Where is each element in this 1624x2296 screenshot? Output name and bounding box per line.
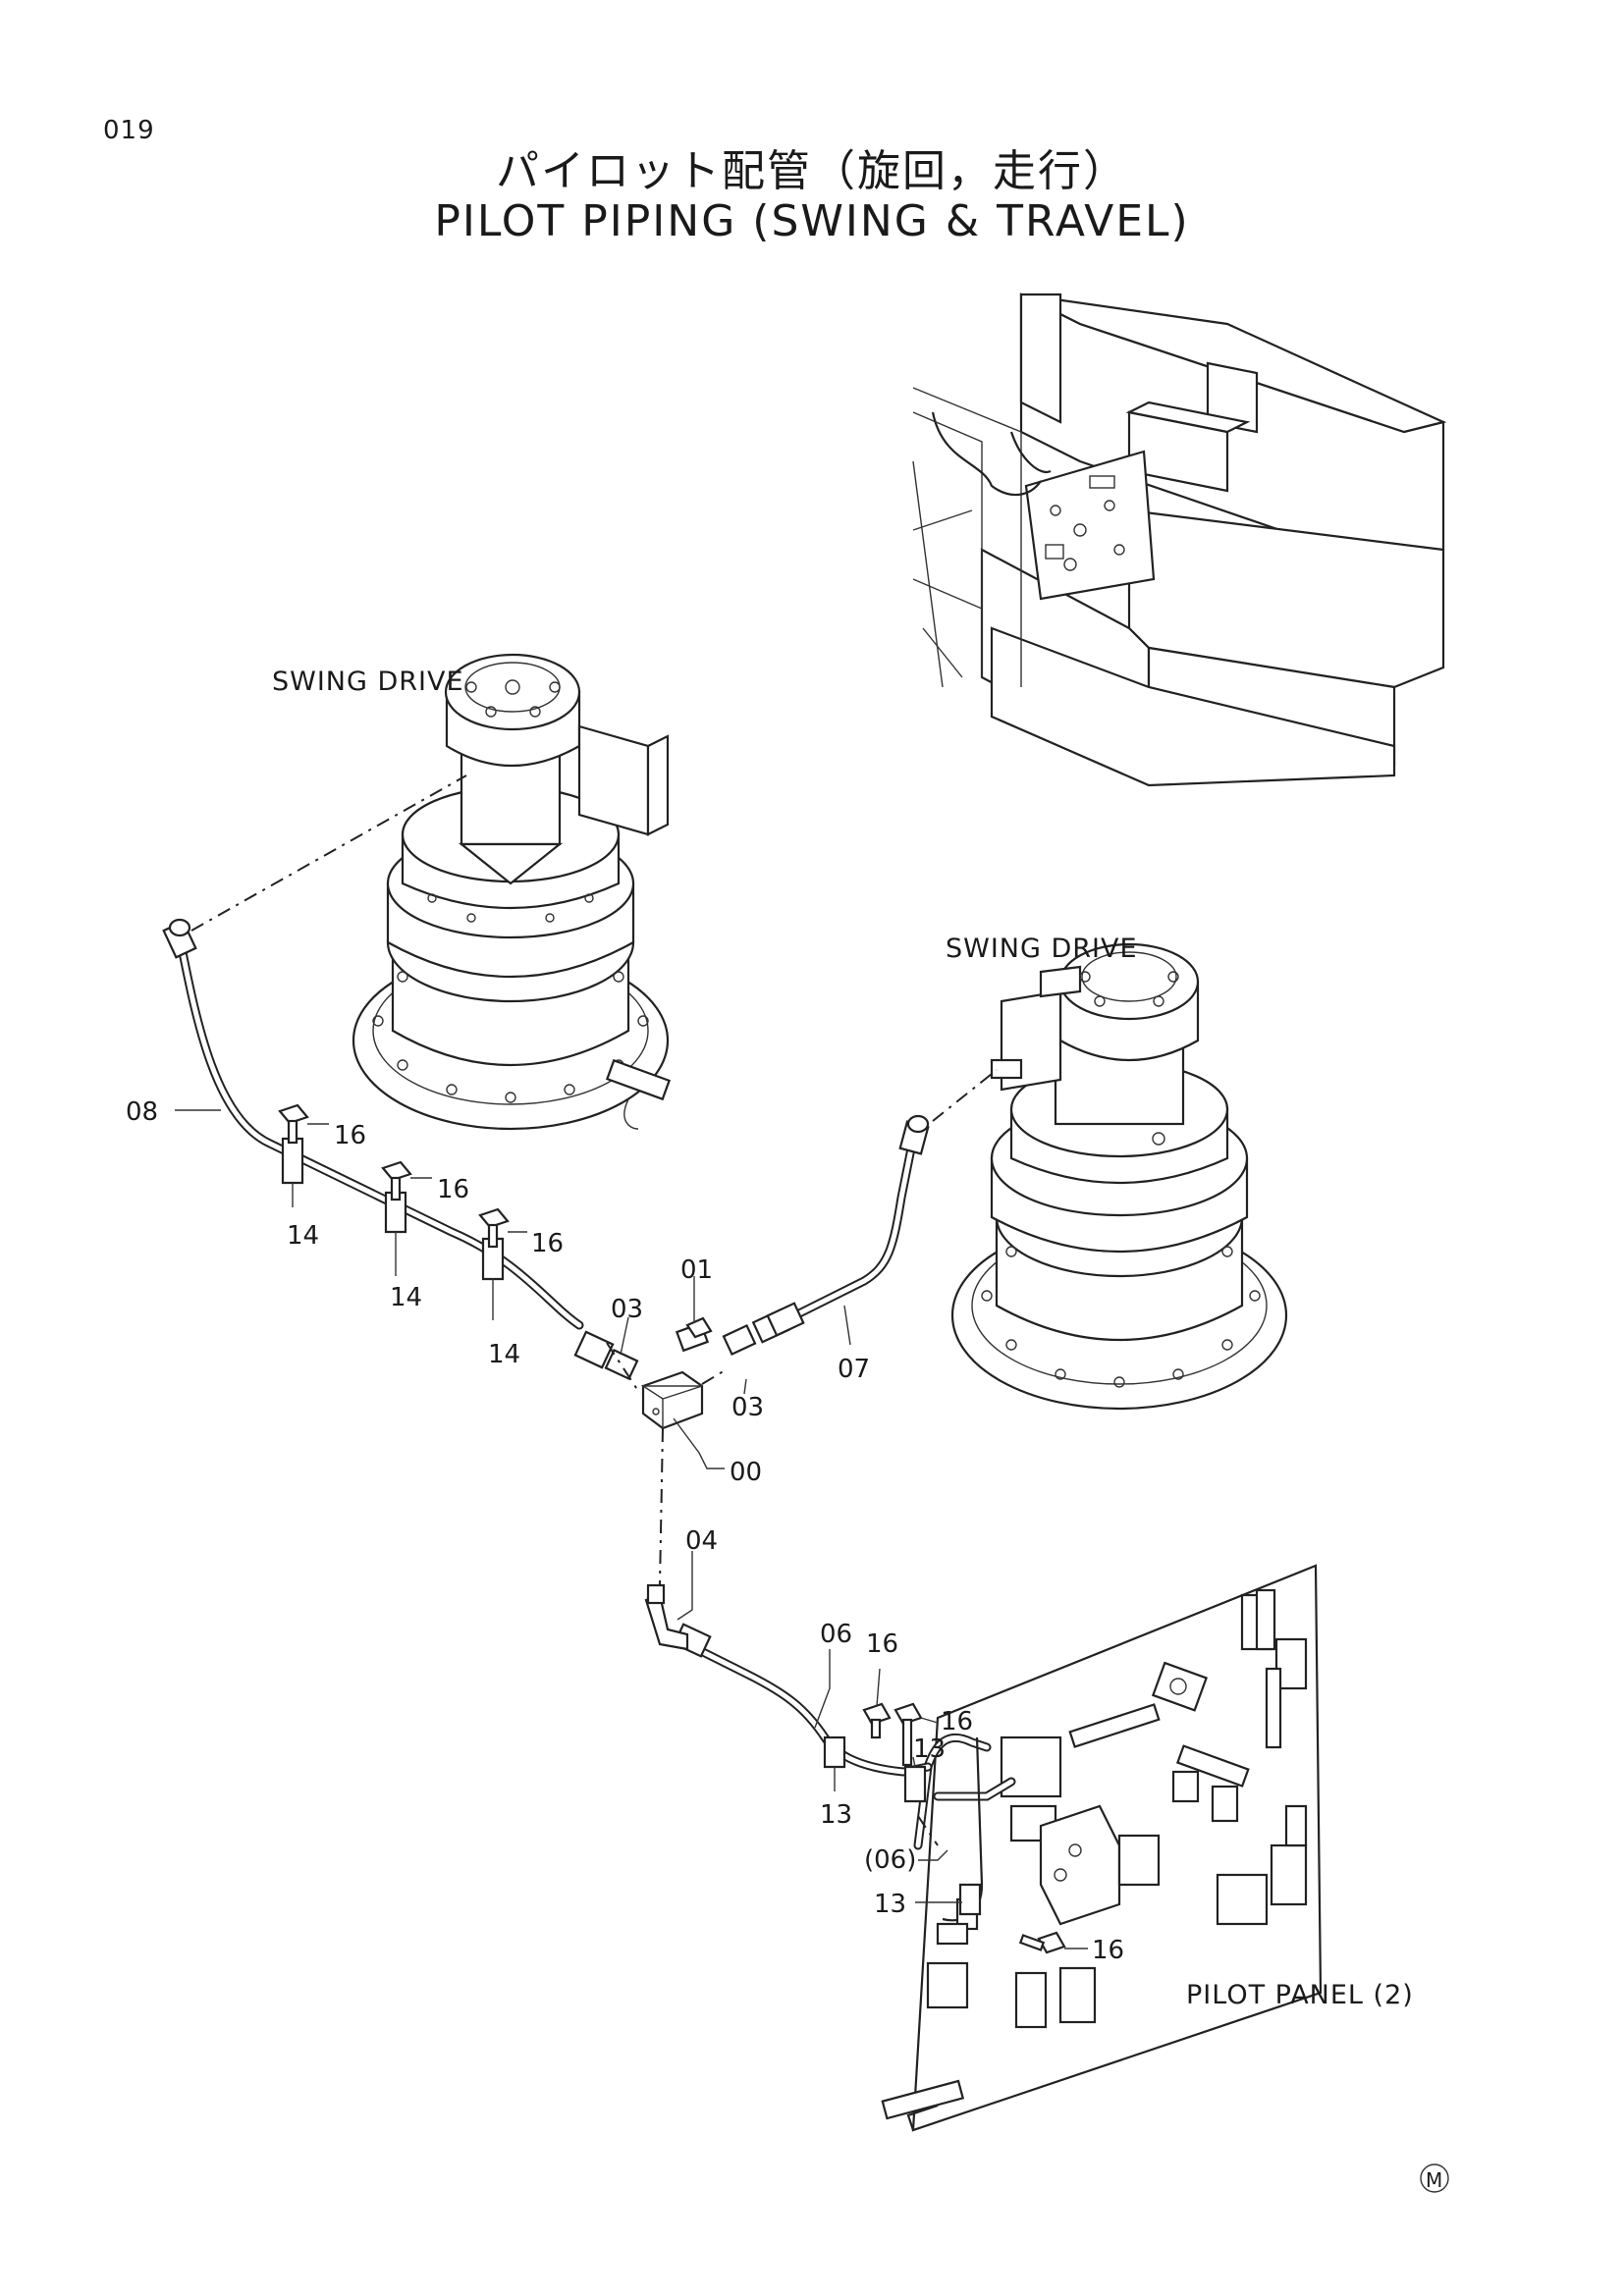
part-13-c: 13 [874,1890,906,1919]
part-07: 07 [838,1355,870,1384]
label-pilot-panel: PILOT PANEL (2) [1186,1980,1414,2010]
page-number: 019 [103,116,155,145]
part-03-a: 03 [611,1295,643,1324]
part-13-a: 13 [913,1735,946,1764]
swing-drive-right [950,942,1288,1411]
part-01: 01 [680,1255,713,1285]
part-00: 00 [730,1458,762,1487]
part-16-b: 16 [437,1175,469,1204]
clamp-13 [823,1735,982,1916]
part-13-b: 13 [820,1800,852,1830]
part-06-ref: (06) [864,1845,916,1875]
part-16-d: 16 [866,1629,898,1659]
part-16-e: 16 [941,1707,973,1736]
m-mark: M [1420,2163,1449,2193]
connection-lines [190,774,998,1846]
m-mark-letter: M [1426,2168,1442,2192]
hose-08 [162,918,584,1330]
part-14-c: 14 [488,1340,520,1369]
block-00 [640,1370,704,1430]
pilot-panel [881,1564,1323,2132]
part-16-c: 16 [531,1229,564,1258]
part-16-f: 16 [1092,1936,1124,1965]
clamp-14 [281,1137,505,1281]
leader-lines [175,1109,1088,1949]
part-14-b: 14 [390,1283,422,1312]
part-16-a: 16 [334,1121,366,1150]
label-swing-drive-left: SWING DRIVE [272,667,464,697]
part-04: 04 [685,1526,718,1556]
title-japanese: パイロット配管（旋回，走行） [496,146,1128,196]
label-swing-drive-right: SWING DRIVE [946,934,1138,964]
elbow-04 [644,1583,689,1651]
swing-drive-left [352,653,672,1131]
hose-07 [766,1114,930,1337]
part-08: 08 [126,1097,158,1127]
fittings-03 [573,1308,791,1381]
machine-upper-structure [912,293,1447,787]
part-14-a: 14 [287,1221,319,1251]
part-06: 06 [820,1620,852,1649]
bolt-16-panel [862,1702,1066,1954]
title-english: PILOT PIPING (SWING & TRAVEL) [434,196,1190,246]
plug-01 [675,1316,713,1353]
bolt-16 [278,1103,510,1249]
part-03-b: 03 [731,1393,764,1422]
